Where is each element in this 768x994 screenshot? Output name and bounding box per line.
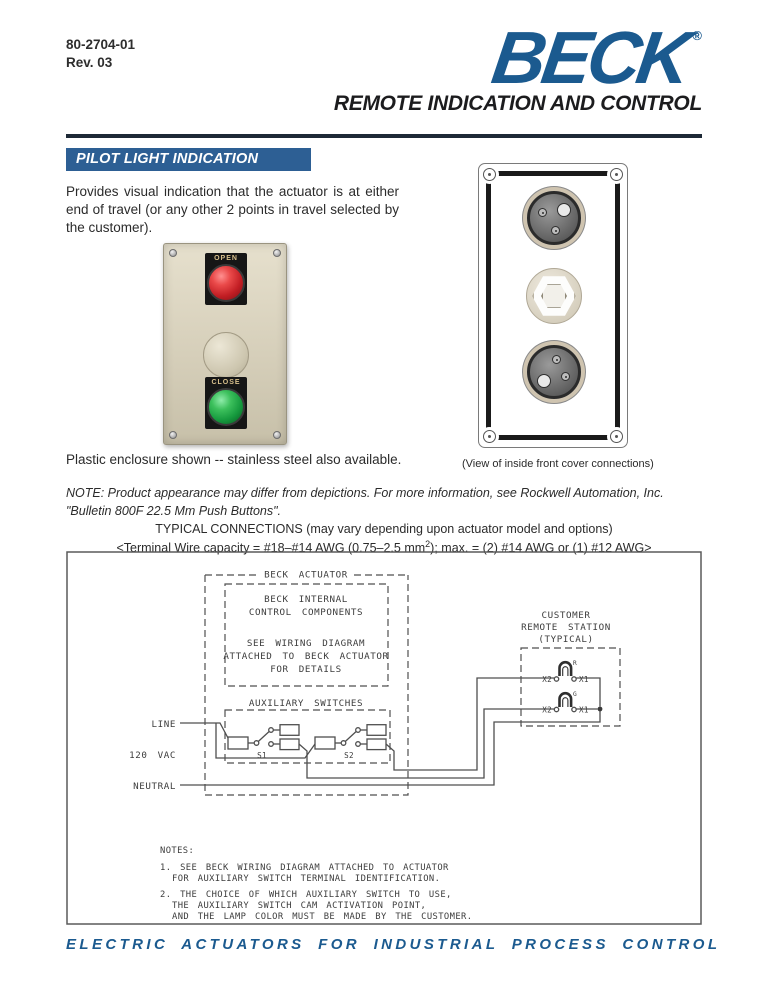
internal-text: BECK INTERNAL <box>264 594 348 605</box>
internal-text: CONTROL COMPONENTS <box>249 607 363 618</box>
x1-label: X1 <box>579 706 589 715</box>
internal-text: SEE WIRING DIAGRAM <box>247 638 365 649</box>
customer-remote-station: CUSTOMER REMOTE STATION (TYPICAL) X2 X1 … <box>520 610 621 727</box>
s2-lamp-wire <box>385 677 554 771</box>
diagram-border <box>66 551 702 925</box>
aux-switches-label: AUXILIARY SWITCHES <box>249 698 363 709</box>
product-note: NOTE: Product appearance may differ from… <box>66 484 666 520</box>
note-text: 2. THE CHOICE OF WHICH AUXILIARY SWITCH … <box>160 890 452 900</box>
x2-label: X2 <box>542 706 552 715</box>
beck-actuator-label: BECK ACTUATOR <box>264 570 348 581</box>
note-text: FOR AUXILIARY SWITCH TERMINAL IDENTIFICA… <box>172 874 440 884</box>
internal-components-box: BECK INTERNAL CONTROL COMPONENTS SEE WIR… <box>223 583 389 687</box>
vac-label: 120 VAC <box>129 750 176 761</box>
station-label: REMOTE STATION <box>521 622 611 633</box>
product-note-line2: "Bulletin 800F 22.5 Mm Push Buttons". <box>66 504 282 519</box>
neutral-label: NEUTRAL <box>133 781 176 792</box>
open-pilot-plate: OPEN <box>205 253 247 305</box>
section-intro: Provides visual indication that the actu… <box>66 184 399 235</box>
screw-icon <box>483 430 496 443</box>
s2-label: S2 <box>344 751 354 760</box>
connector-terminal <box>552 355 561 364</box>
s1-lamp-wire <box>298 708 554 779</box>
neutral-wire <box>180 711 601 786</box>
cover-plate-drawing <box>478 163 628 448</box>
note-text: THE AUXILIARY SWITCH CAM ACTIVATION POIN… <box>172 901 426 911</box>
header-logo-block: BECK® REMOTE INDICATION AND CONTROL <box>333 16 702 116</box>
document-number: 80-2704-01 <box>66 37 136 52</box>
wiring-diagram-svg: BECK ACTUATOR BECK INTERNAL CONTROL COMP… <box>66 551 702 925</box>
internal-text: FOR DETAILS <box>270 664 341 675</box>
line-wire <box>180 722 229 739</box>
switch-s2: S2 <box>314 724 387 760</box>
close-pilot-plate: CLOSE <box>205 377 247 429</box>
red-pilot-light <box>207 264 245 302</box>
header-tagline: REMOTE INDICATION AND CONTROL <box>333 91 702 115</box>
section-title: PILOT LIGHT INDICATION <box>66 148 311 171</box>
wiring <box>180 677 603 786</box>
lamp-red-letter: R <box>573 660 577 667</box>
green-pilot-light <box>207 388 245 426</box>
bottom-connector <box>527 345 581 399</box>
internal-text: ATTACHED TO BECK ACTUATOR <box>223 651 388 662</box>
screw-icon <box>483 168 496 181</box>
connector-hole <box>557 203 571 217</box>
lamp-red-symbol: X2 X1 R <box>542 660 589 684</box>
pushbutton-enclosure-photo: OPEN CLOSE <box>163 243 287 445</box>
beck-actuator-box: BECK ACTUATOR <box>204 570 409 796</box>
station-label: (TYPICAL) <box>538 634 593 645</box>
top-connector <box>527 191 581 245</box>
connector-terminal <box>538 208 547 217</box>
blank-button <box>203 332 249 378</box>
note-text: 1. SEE BECK WIRING DIAGRAM ATTACHED TO A… <box>160 863 449 873</box>
enclosure-note: Plastic enclosure shown -- stainless ste… <box>66 452 402 467</box>
hex-inner <box>541 284 567 308</box>
connector-terminal <box>551 226 560 235</box>
hex-nut <box>526 268 582 324</box>
screw-icon <box>273 431 281 439</box>
line-label: LINE <box>151 719 176 730</box>
open-label: OPEN <box>214 255 238 262</box>
cover-caption: (View of inside front cover connections) <box>462 458 654 470</box>
product-note-line1: NOTE: Product appearance may differ from… <box>66 486 664 500</box>
registered-mark: ® <box>692 28 702 43</box>
connector-hole <box>537 374 551 388</box>
screw-icon <box>169 249 177 257</box>
document-number-block: 80-2704-01 Rev. 03 <box>66 36 135 72</box>
screw-icon <box>169 431 177 439</box>
lamp-green-symbol: X2 X1 G <box>542 691 589 715</box>
screw-icon <box>610 430 623 443</box>
wiring-diagram: BECK ACTUATOR BECK INTERNAL CONTROL COMP… <box>66 548 702 926</box>
switch-s1: S1 <box>227 724 300 760</box>
screw-icon <box>610 168 623 181</box>
screw-icon <box>273 249 281 257</box>
diagram-notes: NOTES: 1. SEE BECK WIRING DIAGRAM ATTACH… <box>160 846 472 922</box>
document-revision: Rev. 03 <box>66 55 113 71</box>
lamp-r-return-wire <box>576 677 601 707</box>
station-label: CUSTOMER <box>541 610 590 621</box>
typical-connections-title: TYPICAL CONNECTIONS (may vary depending … <box>155 522 613 536</box>
s1-label: S1 <box>257 751 267 760</box>
x2-label: X2 <box>542 675 552 684</box>
line-branch-wire <box>215 723 316 759</box>
junction-dot <box>597 706 603 712</box>
x1-label: X1 <box>579 675 589 684</box>
header-rule <box>66 134 702 138</box>
cover-frame <box>486 171 620 440</box>
lamp-green-letter: G <box>573 691 577 698</box>
notes-title: NOTES: <box>160 846 194 856</box>
beck-logo: BECK® <box>487 16 702 99</box>
note-text: AND THE LAMP COLOR MUST BE MADE BY THE C… <box>172 912 472 922</box>
connector-terminal <box>561 372 570 381</box>
close-label: CLOSE <box>211 379 241 386</box>
footer-tagline: ELECTRIC ACTUATORS FOR INDUSTRIAL PROCES… <box>66 936 721 953</box>
